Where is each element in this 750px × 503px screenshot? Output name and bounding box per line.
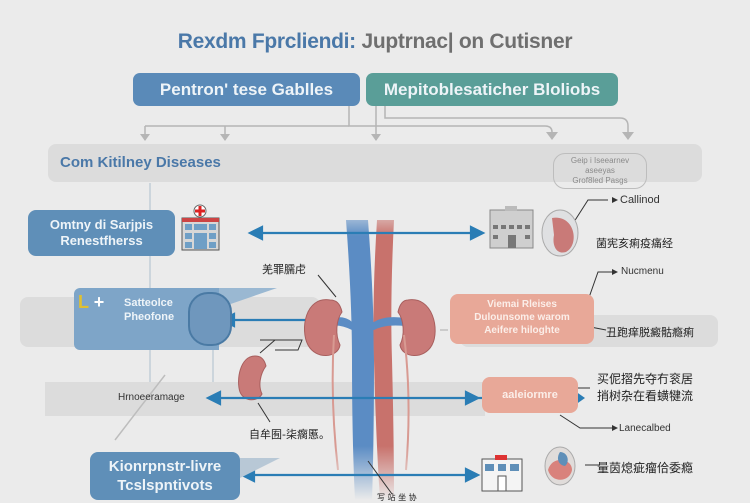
left-box-3-line2: Tcslspntivots xyxy=(117,477,213,494)
right-cjk-label-3b: 捎树杂在看蟥犍流 xyxy=(597,389,694,403)
right-box-1-line2: Dulounsome warom xyxy=(474,312,570,323)
right-box-2[interactable]: aaleiormre xyxy=(482,377,578,413)
left-band-label: Hrnoeeramage xyxy=(118,392,185,403)
kidney-label-top: 羌罪臑虍 xyxy=(262,263,306,276)
right-cjk-label-1: 菌宪亥痢疫痛经 xyxy=(596,237,673,250)
anatomy-fade xyxy=(300,200,440,500)
section-pill-line2: Grof8led Pasgs xyxy=(572,176,628,185)
left-box-1[interactable]: Omtny di Sarjpis Renestfherss xyxy=(28,210,175,256)
callout-mid-label: Nucmenu xyxy=(621,266,664,277)
right-cjk-label-3: 买伲摺先夺冇衮居 捎树杂在看蟥犍流 xyxy=(597,371,693,405)
callout-low-label: Lanecalbed xyxy=(619,423,671,434)
kidney-label-bottom: 自牟囿-柒瘸慝。 xyxy=(249,428,330,441)
kidney-cross-section-icon xyxy=(541,209,579,257)
page-title: Rexdm Fprcliendi: Juptrnac| on Cutisner xyxy=(0,30,750,54)
left-box-1-line1: Omtny di Sarjpis xyxy=(49,217,154,232)
connector-lines xyxy=(144,106,629,140)
kidney-small xyxy=(238,355,267,401)
right-cjk-label-4: 量茵熄疵瘤佮委瘾 xyxy=(597,461,694,475)
title-part-2: Juptrnac| on Cutisner xyxy=(361,30,573,53)
right-box-1[interactable]: Viemai Rleises Dulounsome warom Aeifere … xyxy=(450,294,594,344)
callout-arrowheads xyxy=(612,197,618,431)
right-box-1-line1: Viemai Rleises xyxy=(487,299,557,310)
l-plus-icon: L + xyxy=(78,292,105,312)
left-box-3-tail xyxy=(240,458,280,478)
left-box-3-line1: Kionrpnstr-livre xyxy=(108,458,222,475)
left-box-2-line1: Satteolce xyxy=(124,297,173,309)
doctor-icon xyxy=(188,292,232,346)
title-part-1: Rexdm Fprcliendi: xyxy=(177,30,356,53)
top-box-right[interactable]: Mepitoblesaticher Bloliobs xyxy=(366,73,618,106)
left-box-2-line2: Pheofone xyxy=(124,311,175,323)
heart-cross-section-icon xyxy=(544,446,576,486)
hospital-icon-left xyxy=(181,204,220,251)
top-box-left[interactable]: Pentron' tese Gablles xyxy=(133,73,360,106)
top-box-right-label: Mepitoblesaticher Bloliobs xyxy=(383,79,601,99)
section-label: Com Kitilney Diseases xyxy=(60,154,221,171)
callout-top-label: Callinod xyxy=(620,194,660,206)
connector-arrowheads xyxy=(140,132,634,141)
left-box-3[interactable]: Kionrpnstr-livre Tcslspntivots xyxy=(90,452,240,500)
section-pill-line1: Geip i Iseearnev aseeyas xyxy=(570,156,630,175)
section-pill[interactable]: Geip i Iseearnev aseeyas Grof8led Pasgs xyxy=(553,153,647,189)
top-box-left-label: Pentron' tese Gablles xyxy=(159,79,334,99)
right-box-1-line3: Aeifere hiloghte xyxy=(484,325,560,336)
left-box-2-tail xyxy=(219,288,277,308)
right-box-2-label: aaleiormre xyxy=(502,389,558,401)
bottom-label: 写 站 坐 协 xyxy=(377,493,417,502)
left-box-2-text: Satteolce Pheofone xyxy=(124,296,174,324)
hospital-icon-bottom xyxy=(481,455,523,492)
left-box-1-line2: Renestfherss xyxy=(60,233,143,248)
building-icon-right xyxy=(489,206,534,249)
section-band xyxy=(48,144,702,182)
right-cjk-label-2: 丑跑痒脱癜骷瘾痢 xyxy=(606,326,694,339)
right-cjk-label-3a: 买伲摺先夺冇衮居 xyxy=(597,372,694,386)
